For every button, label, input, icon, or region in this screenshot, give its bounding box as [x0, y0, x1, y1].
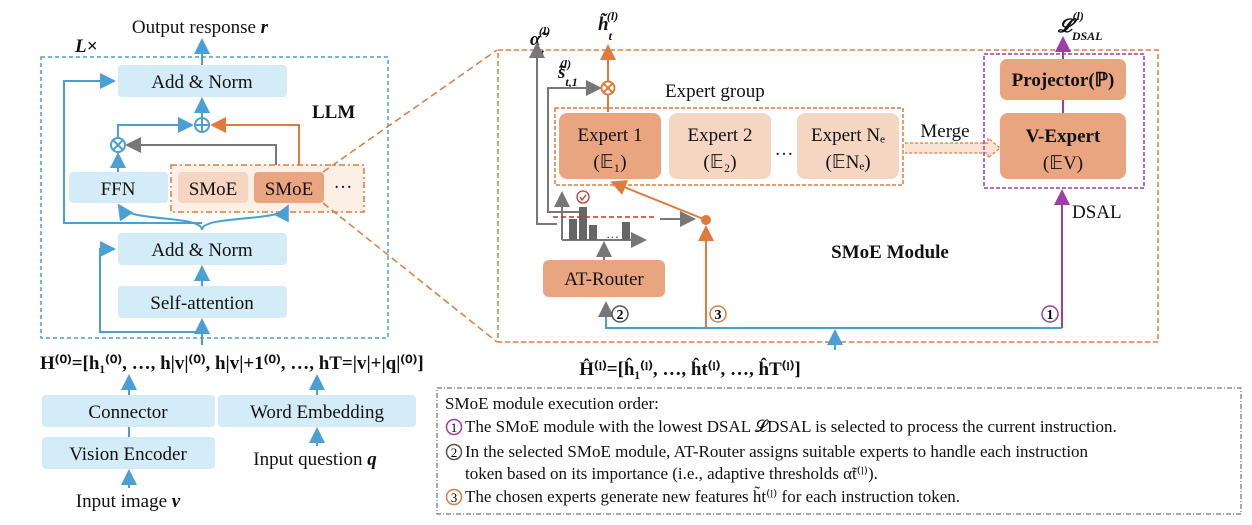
- merge-label: Merge: [920, 121, 969, 142]
- add-norm-bottom-box: [118, 233, 287, 265]
- expert-symbol: (𝔼₂): [703, 152, 736, 173]
- zoom-line-bottom: [322, 202, 498, 343]
- svg-text:1: 1: [1047, 308, 1054, 323]
- input-question-label: Input question q: [253, 449, 377, 470]
- expert-group-label: Expert group: [665, 81, 765, 102]
- multiply-gate-icon: [600, 80, 616, 96]
- connector-label: Connector: [88, 402, 168, 423]
- llm-label: LLM: [312, 102, 355, 123]
- legend-num-3: 3: [451, 490, 458, 505]
- execution-order-legend: SMoE module execution order: 1 The SMoE …: [436, 387, 1242, 515]
- step-1-marker: 1: [1041, 305, 1059, 323]
- step-3-marker: 3: [709, 305, 727, 323]
- ffn-box: [69, 172, 168, 203]
- expert-symbol: (𝔼₁): [593, 152, 626, 173]
- h-tilde-label: h̃t(l): [598, 9, 618, 43]
- v-expert-label: V-Expert: [1026, 126, 1101, 147]
- legend-item-2-cont: token based on its importance (i.e., ada…: [465, 464, 878, 483]
- vision-encoder-box: [42, 437, 215, 469]
- smoe-box-2: [254, 172, 324, 203]
- smoe-label-2: SMoE: [265, 179, 314, 200]
- legend-item-1: The SMoE module with the lowest DSAL 𝓛DS…: [465, 417, 1117, 436]
- legend-item-2: In the selected SMoE module, AT-Router a…: [465, 442, 1089, 461]
- llm-panel: Output response r L× LLM Add & Norm FFN …: [40, 17, 424, 512]
- word-embedding-label: Word Embedding: [250, 402, 385, 423]
- add-norm-bottom-label: Add & Norm: [151, 240, 253, 261]
- smoe-more: ···: [334, 177, 353, 198]
- llm-layer-box: [40, 56, 389, 339]
- step-2-marker: 2: [611, 305, 629, 323]
- expert-2: Expert 2 (𝔼₂): [669, 113, 771, 179]
- svg-text:3: 3: [715, 308, 722, 323]
- merge-arrow: [905, 136, 1001, 160]
- repeat-label: L×: [74, 36, 97, 57]
- output-label: Output response r: [132, 17, 269, 38]
- check-icon: [576, 190, 590, 204]
- dsal-label: DSAL: [1072, 202, 1122, 223]
- self-attention-box: [118, 286, 287, 318]
- smoe-module-title: SMoE Module: [831, 242, 949, 263]
- importance-histogram: …: [553, 190, 655, 248]
- input-image-label: Input image v: [76, 491, 181, 512]
- h0-formula: H⁽⁰⁾=[h₁⁽⁰⁾, …, h|v|⁽⁰⁾, h|v|+1⁽⁰⁾, …, h…: [40, 353, 424, 374]
- expert-symbol: (𝔼Nₑ): [825, 152, 870, 173]
- smoe-label-1: SMoE: [189, 179, 238, 200]
- smoe-module-panel: α̃t(l) h̃t(l) 𝓛DSAL(l) s̃t,1(l) Expert g…: [497, 9, 1159, 380]
- v-expert-symbol: (𝔼V): [1043, 153, 1083, 174]
- legend-title: SMoE module execution order:: [445, 394, 659, 413]
- projector-box: [1000, 59, 1126, 100]
- alpha-label: α̃t(l): [530, 24, 550, 60]
- expert-1: Expert 1 (𝔼₁): [559, 113, 661, 179]
- svg-text:2: 2: [617, 308, 624, 323]
- at-router-box: [543, 260, 665, 297]
- s-tilde-label: s̃t,1(l): [557, 57, 578, 89]
- at-router-label: AT-Router: [564, 269, 644, 290]
- zoom-line-top: [322, 49, 498, 173]
- smoe-box-1: [178, 172, 248, 203]
- legend-num-1: 1: [451, 420, 458, 435]
- add-norm-top-box: [118, 65, 287, 97]
- h-hat-formula: Ĥ⁽ˡ⁾=[ĥ₁⁽ˡ⁾, …, ĥt⁽ˡ⁾, …, ĥT⁽ˡ⁾]: [579, 357, 800, 380]
- expert-name: Expert 1: [578, 125, 643, 146]
- word-embedding-box: [218, 395, 416, 427]
- histogram-ellipsis: …: [606, 226, 619, 241]
- expert-ne: Expert Nₑ (𝔼Nₑ): [797, 113, 899, 179]
- add-norm-top-label: Add & Norm: [151, 72, 253, 93]
- ffn-label: FFN: [101, 179, 136, 200]
- expert-name: Expert Nₑ: [811, 125, 885, 146]
- expert-group-box: [554, 107, 904, 186]
- connector-box: [42, 395, 215, 427]
- legend-item-3: The chosen experts generate new features…: [465, 487, 960, 506]
- loss-label: 𝓛DSAL(l): [1057, 9, 1103, 43]
- self-attention-label: Self-attention: [150, 293, 254, 314]
- legend-num-2: 2: [451, 445, 458, 460]
- v-expert-box: [1000, 113, 1126, 179]
- experts-ellipsis: …: [775, 139, 794, 160]
- vision-encoder-label: Vision Encoder: [69, 444, 187, 465]
- projector-label: Projector(ℙ): [1012, 70, 1115, 91]
- expert-name: Expert 2: [688, 125, 753, 146]
